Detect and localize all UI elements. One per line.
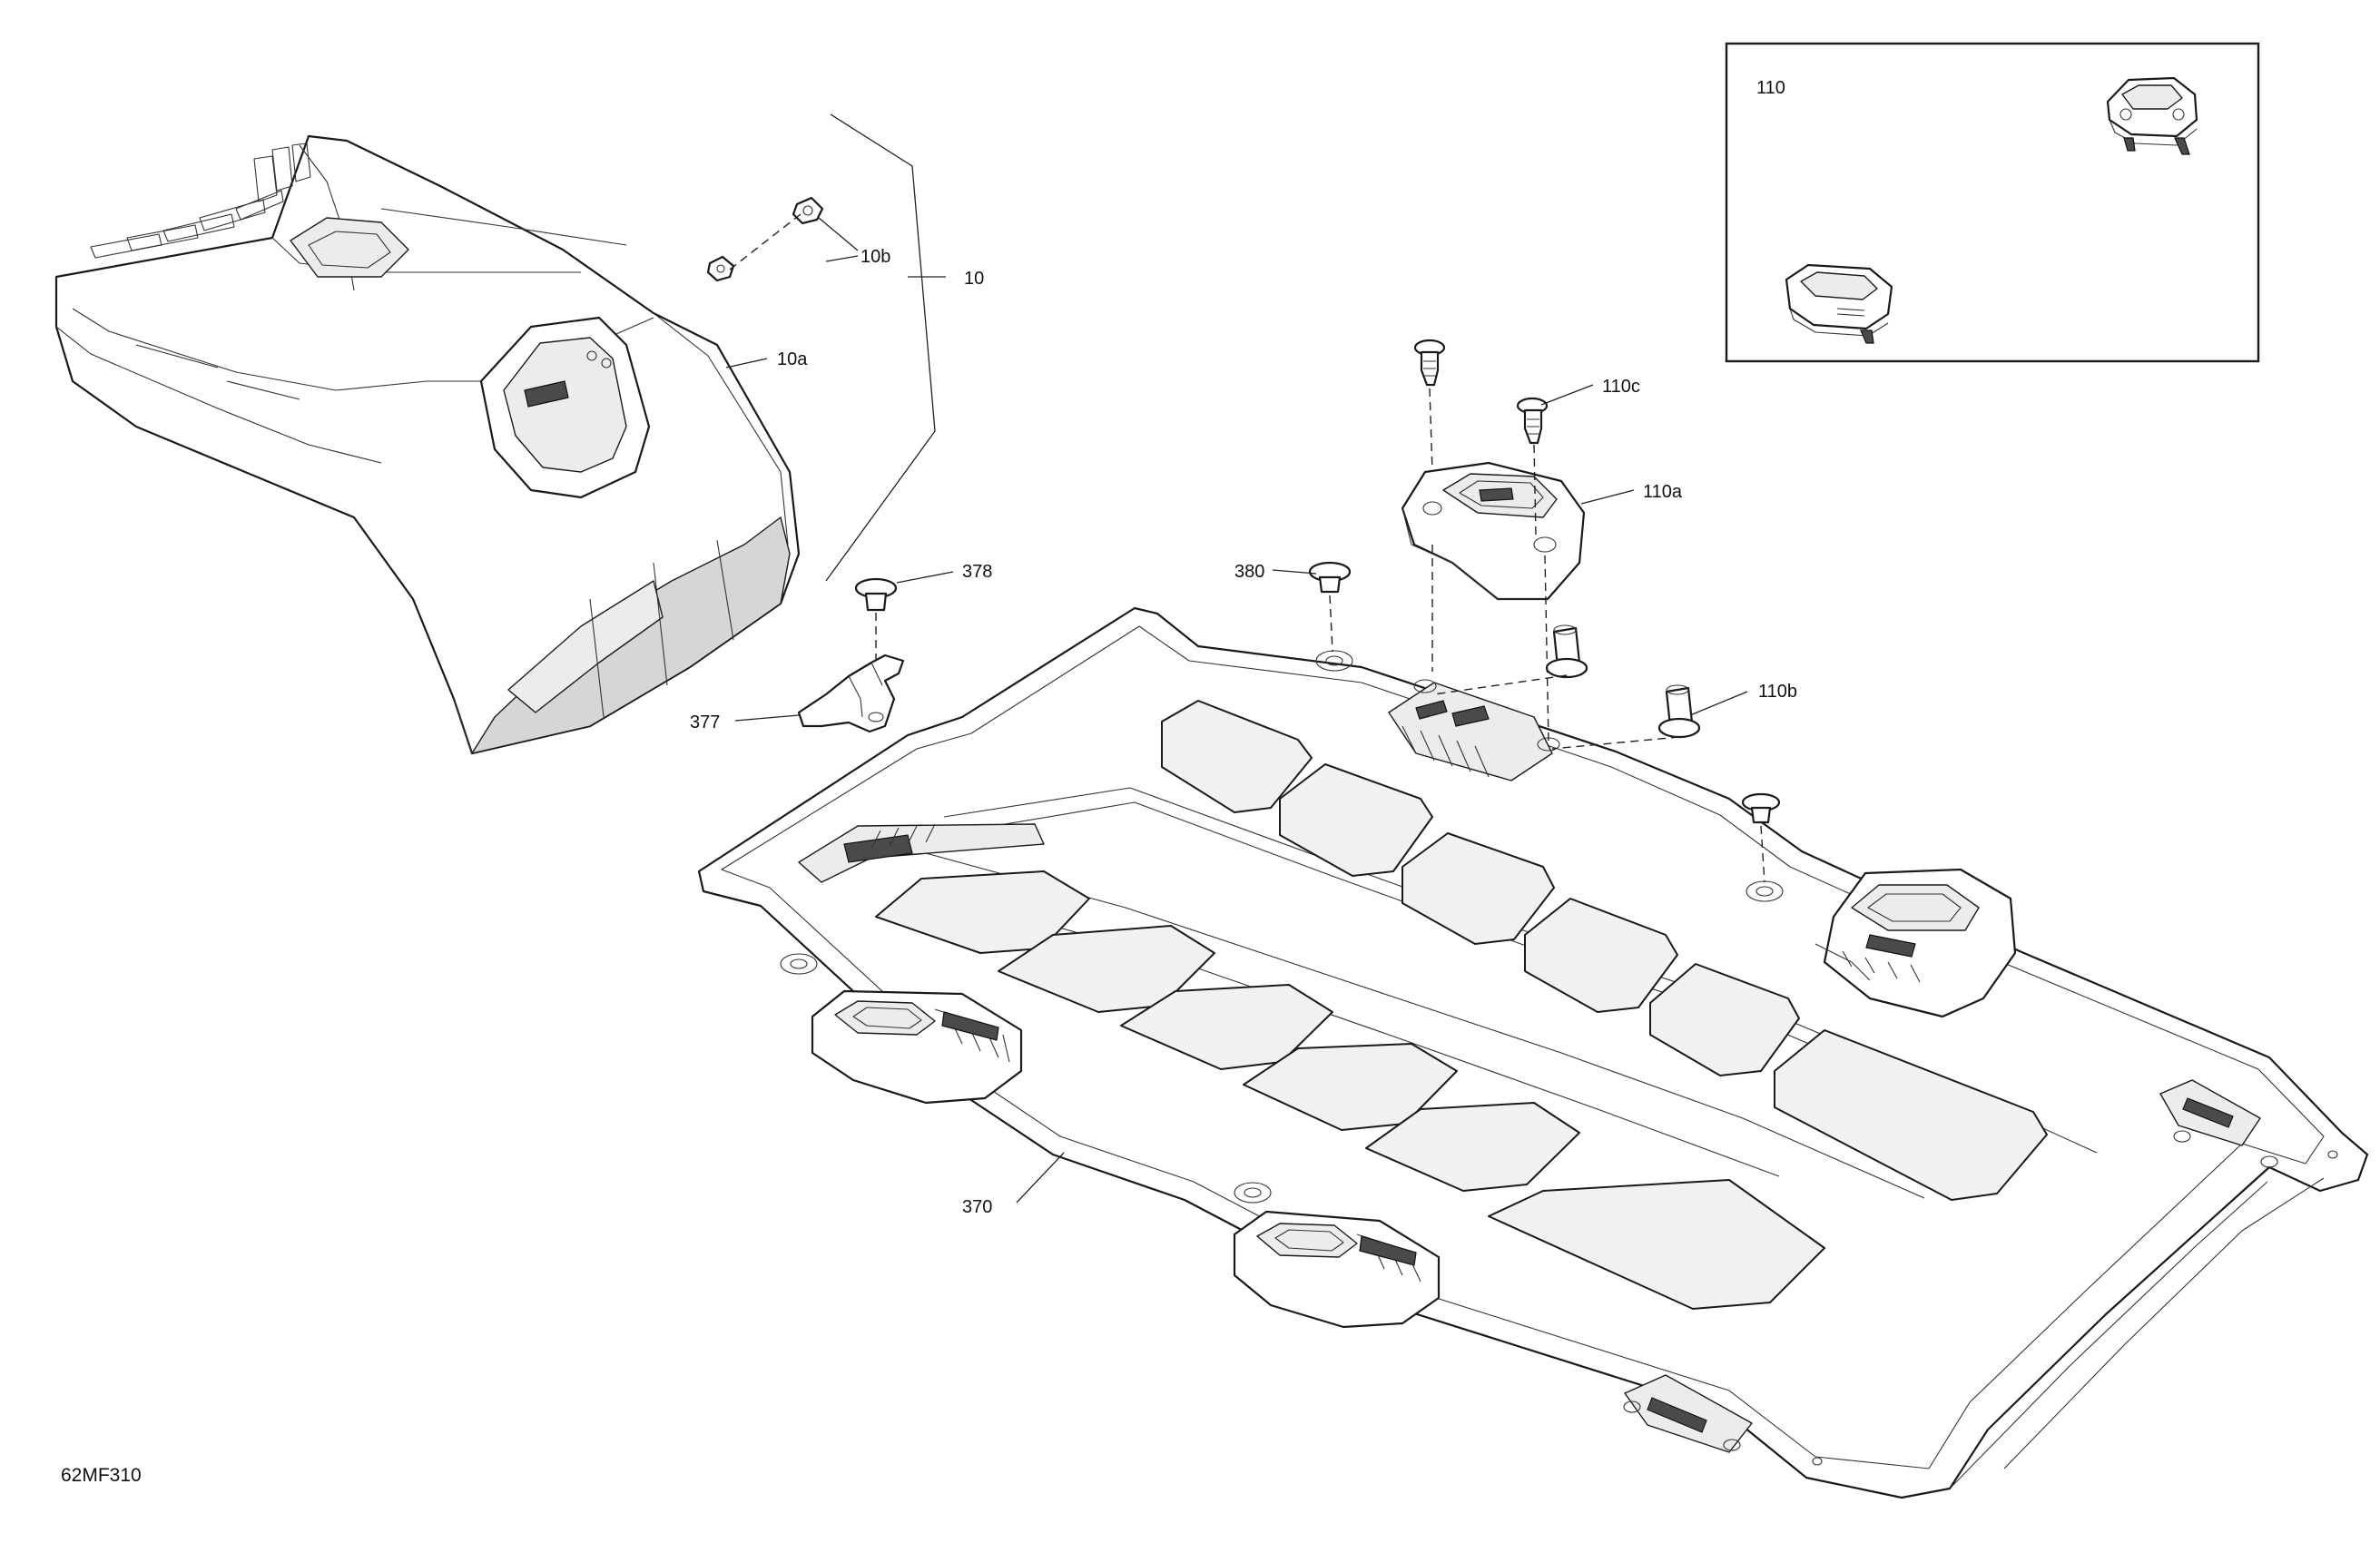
clip-377 xyxy=(797,654,905,733)
callout-10a: 10a xyxy=(777,349,808,369)
callout-110b: 110b xyxy=(1758,682,1797,702)
rack-tie-down-middle xyxy=(1233,1210,1441,1329)
inset-tie-down-bottom xyxy=(1785,263,1893,344)
screw-110c-b xyxy=(1516,397,1549,445)
callout-380: 380 xyxy=(1234,562,1264,582)
well-nut-110b-b xyxy=(1657,684,1701,739)
cover-center-mount xyxy=(479,316,651,499)
rivet-378 xyxy=(854,577,898,612)
rack-tie-down-left xyxy=(811,989,1023,1105)
inset-tie-down-top xyxy=(2106,76,2198,155)
callout-10: 10 xyxy=(964,269,984,289)
rivet-right xyxy=(1741,792,1781,824)
well-nut-110b-a xyxy=(1545,624,1588,679)
callout-110: 110 xyxy=(1756,78,1785,98)
rack-front-pads xyxy=(875,870,1825,1310)
rack-platform-370 xyxy=(697,606,2369,1499)
bracket-110a xyxy=(1401,461,1586,601)
callout-378: 378 xyxy=(962,562,992,582)
drawing-code: 62MF310 xyxy=(61,1465,142,1486)
screw-110c-a xyxy=(1413,339,1446,387)
callout-labels: 10b 10 10a 110 110c 110a 110b 380 378 37… xyxy=(61,78,1797,1486)
callout-370: 370 xyxy=(962,1197,992,1217)
inset-kit-110 xyxy=(1725,42,2260,363)
callout-10b: 10b xyxy=(861,247,890,267)
leader-lines xyxy=(725,113,1765,1204)
rack-mount-holes xyxy=(780,650,2338,1466)
rivet-380 xyxy=(1308,561,1352,594)
screw-10b-b xyxy=(706,255,735,282)
callout-110a: 110a xyxy=(1643,482,1683,502)
rack-logo-plates xyxy=(1388,682,2261,1453)
cover-grille-fins xyxy=(90,143,311,259)
front-cover-10a xyxy=(54,134,801,755)
callout-377: 377 xyxy=(690,713,720,732)
callout-110c: 110c xyxy=(1602,377,1640,397)
rack-rear-pads xyxy=(1161,700,2048,1201)
rack-tie-down-right xyxy=(1815,868,2017,1018)
screw-10b-a xyxy=(792,196,824,225)
